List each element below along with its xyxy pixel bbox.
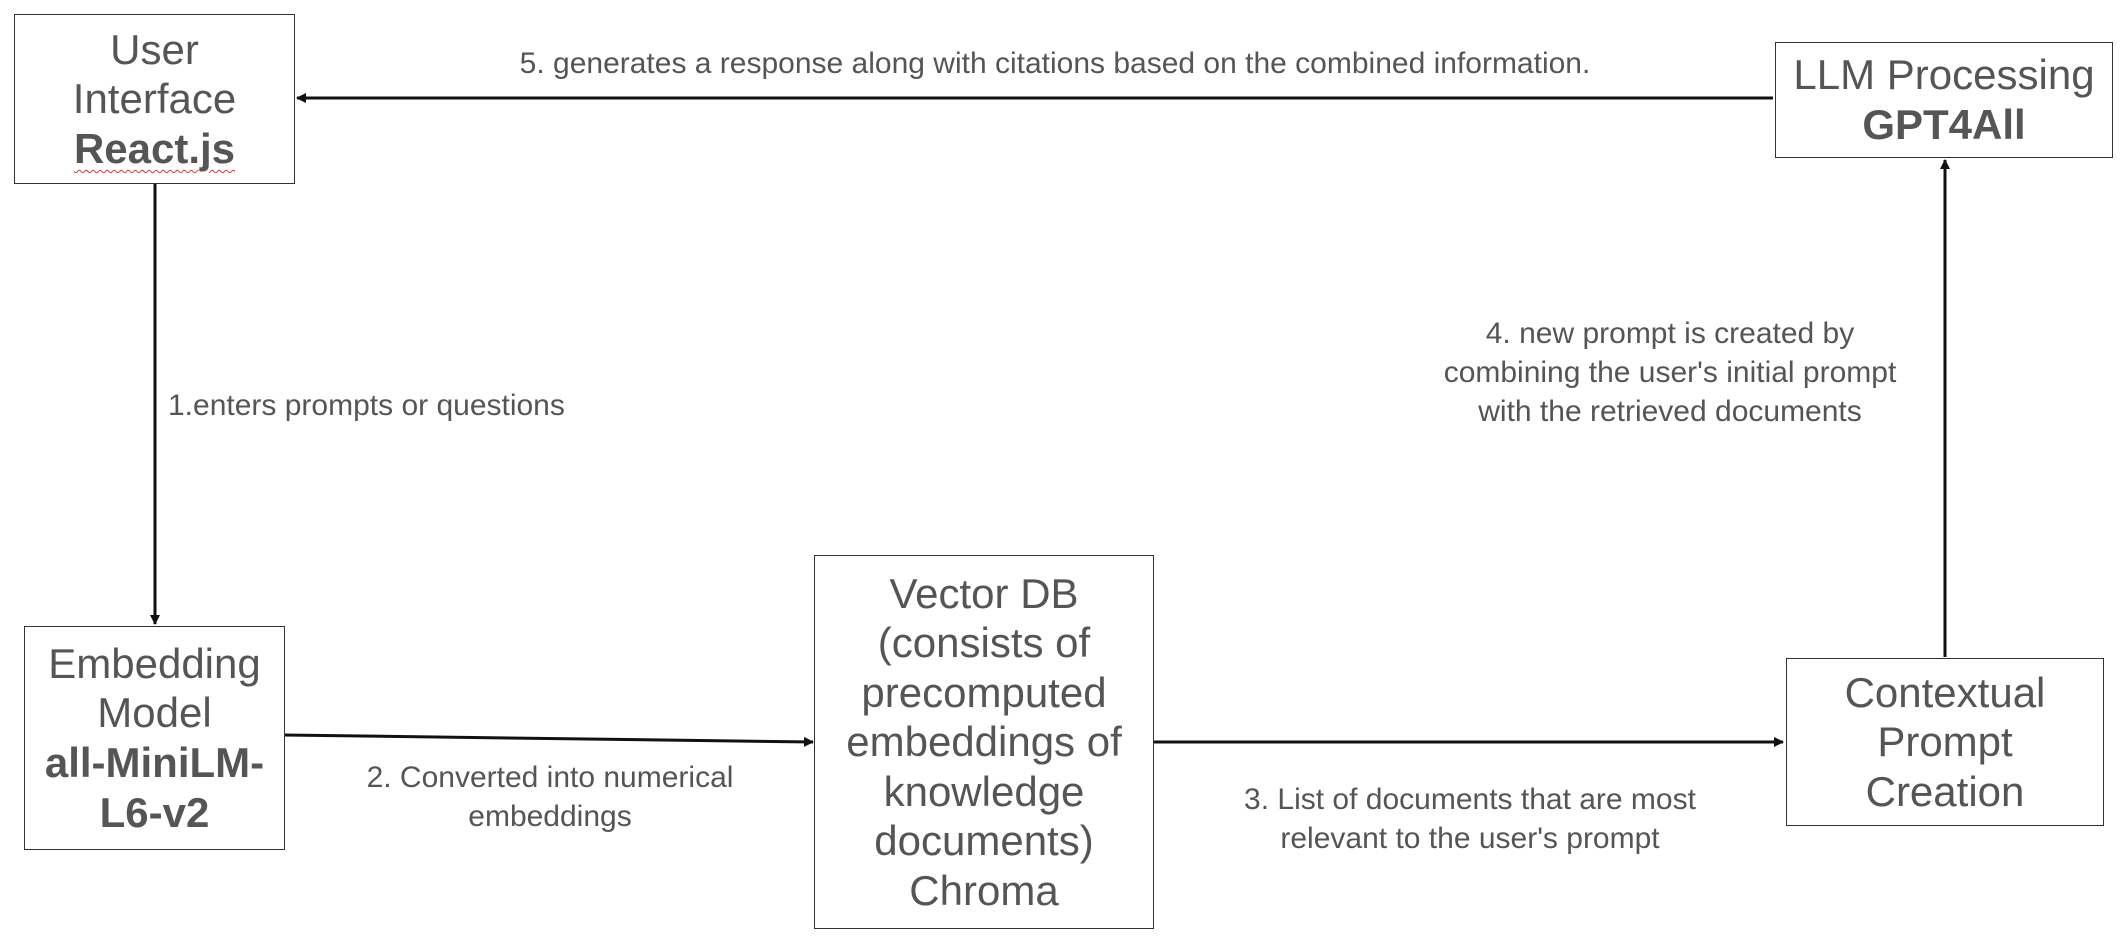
embedding-model-tech-line1: all-MiniLM- (44, 739, 265, 786)
contextual-prompt-line1: Contextual (1844, 668, 2046, 716)
step3-line2: relevant to the user's prompt (1280, 822, 1660, 855)
contextual-prompt-line3: Creation (1865, 767, 2025, 815)
contextual-prompt-node: Contextual Prompt Creation (1786, 658, 2104, 826)
embedding-model-tech-line2: L6-v2 (99, 788, 210, 836)
vector-db-line5: knowledge (883, 767, 1085, 815)
vector-db-line2: (consists of (877, 619, 1091, 667)
step4-line1: 4. new prompt is created by (1485, 317, 1855, 350)
embedding-model-line2: Model (97, 689, 212, 737)
embedding-model-line1: Embedding (48, 639, 261, 687)
contextual-prompt-line2: Prompt (1877, 718, 2013, 766)
vector-db-node: Vector DB (consists of precomputed embed… (814, 555, 1154, 929)
vector-db-line1: Vector DB (889, 569, 1079, 617)
step4-line2: combining the user's initial prompt (1443, 356, 1897, 389)
edge-label-step3: 3. List of documents that are most relev… (1210, 780, 1730, 858)
llm-processing-line1: LLM Processing (1793, 51, 2095, 99)
edge-label-step4: 4. new prompt is created by combining th… (1400, 314, 1940, 431)
arrow-step2 (283, 733, 814, 747)
step4-line3: with the retrieved documents (1478, 395, 1862, 428)
edge-label-step5: 5. generates a response along with citat… (430, 44, 1680, 83)
user-interface-line2: Interface (72, 75, 237, 123)
step5-line1: 5. generates a response along with citat… (519, 47, 1591, 80)
edge-label-step2: 2. Converted into numerical embeddings (340, 758, 760, 836)
user-interface-node: User Interface React.js (14, 14, 295, 184)
step2-line1: 2. Converted into numerical (366, 761, 734, 794)
step2-line2: embeddings (468, 800, 632, 833)
llm-processing-node: LLM Processing GPT4All (1775, 42, 2113, 158)
user-interface-line1: User (110, 25, 199, 73)
vector-db-line3: precomputed (861, 668, 1107, 716)
edge-label-step1: 1.enters prompts or questions (168, 386, 565, 425)
vector-db-line4: embeddings of (846, 718, 1122, 766)
vector-db-line6: documents) (874, 817, 1094, 865)
embedding-model-node: Embedding Model all-MiniLM- L6-v2 (24, 626, 285, 850)
vector-db-tech: Chroma (909, 866, 1059, 914)
step1-line1: 1.enters prompts or questions (168, 389, 565, 422)
step3-line1: 3. List of documents that are most (1244, 783, 1696, 816)
llm-processing-tech: GPT4All (1862, 101, 2026, 148)
user-interface-tech: React.js (73, 124, 236, 172)
